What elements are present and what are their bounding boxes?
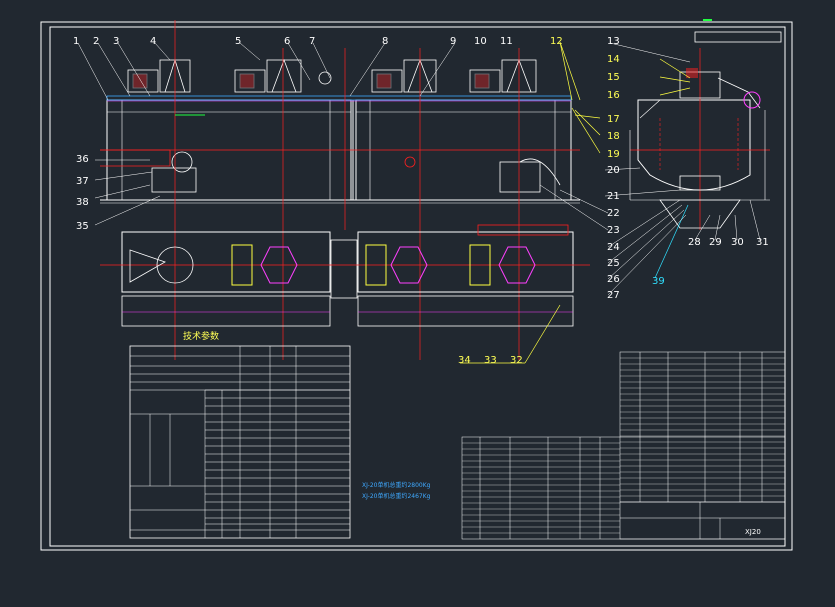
tech-param-table xyxy=(129,345,351,539)
callout-36: 36 xyxy=(76,154,89,165)
callout-9: 9 xyxy=(450,36,456,47)
callout-30: 30 xyxy=(731,237,744,248)
callout-27: 27 xyxy=(607,290,620,301)
callout-17: 17 xyxy=(607,114,620,125)
callout-6: 6 xyxy=(284,36,290,47)
callout-35: 35 xyxy=(76,221,89,232)
callout-15: 15 xyxy=(607,72,620,83)
note-1: XJ-20单机总重约2800Kg xyxy=(362,481,431,489)
parts-list-rows xyxy=(462,357,785,534)
callout-31: 31 xyxy=(756,237,769,248)
corner-box xyxy=(694,31,782,43)
callout-26: 26 xyxy=(607,274,620,285)
callout-8: 8 xyxy=(382,36,388,47)
callout-14: 14 xyxy=(607,54,620,65)
white-leaders xyxy=(77,42,761,296)
parts-list-table xyxy=(461,351,786,540)
callout-37: 37 xyxy=(76,176,89,187)
callout-labels: 1 2 3 4 5 6 7 8 9 10 11 12 13 14 15 16 1… xyxy=(73,36,769,366)
callout-34: 34 xyxy=(458,355,471,366)
callout-29: 29 xyxy=(709,237,722,248)
plan-view xyxy=(100,224,590,327)
callout-20: 20 xyxy=(607,165,620,176)
callout-2: 2 xyxy=(93,36,99,47)
callout-39: 39 xyxy=(652,276,665,287)
callout-5: 5 xyxy=(235,36,241,47)
callout-24: 24 xyxy=(607,242,620,253)
cyan-leader xyxy=(654,204,689,279)
callout-22: 22 xyxy=(607,208,620,219)
callout-32: 32 xyxy=(510,355,523,366)
callout-10: 10 xyxy=(474,36,487,47)
callout-21: 21 xyxy=(607,191,620,202)
front-view xyxy=(100,20,580,360)
table-title: 技术参数 xyxy=(183,330,219,342)
callout-13: 13 xyxy=(607,36,620,47)
callout-1: 1 xyxy=(73,36,79,47)
yellow-leaders xyxy=(460,41,691,364)
callout-38: 38 xyxy=(76,197,89,208)
callout-19: 19 xyxy=(607,149,620,160)
callout-3: 3 xyxy=(113,36,119,47)
title-block-code: XJ20 xyxy=(745,528,761,536)
inner-frame xyxy=(49,26,786,547)
callout-23: 23 xyxy=(607,225,620,236)
note-2: XJ-20单机总重约2467Kg xyxy=(362,492,431,500)
callout-16: 16 xyxy=(607,90,620,101)
callout-25: 25 xyxy=(607,258,620,269)
callout-18: 18 xyxy=(607,131,620,142)
outer-frame xyxy=(40,21,793,551)
callout-11: 11 xyxy=(500,36,513,47)
callout-4: 4 xyxy=(150,36,156,47)
callout-12: 12 xyxy=(550,36,563,47)
callout-28: 28 xyxy=(688,237,701,248)
callout-33: 33 xyxy=(484,355,497,366)
callout-7: 7 xyxy=(309,36,315,47)
side-view xyxy=(629,48,770,230)
